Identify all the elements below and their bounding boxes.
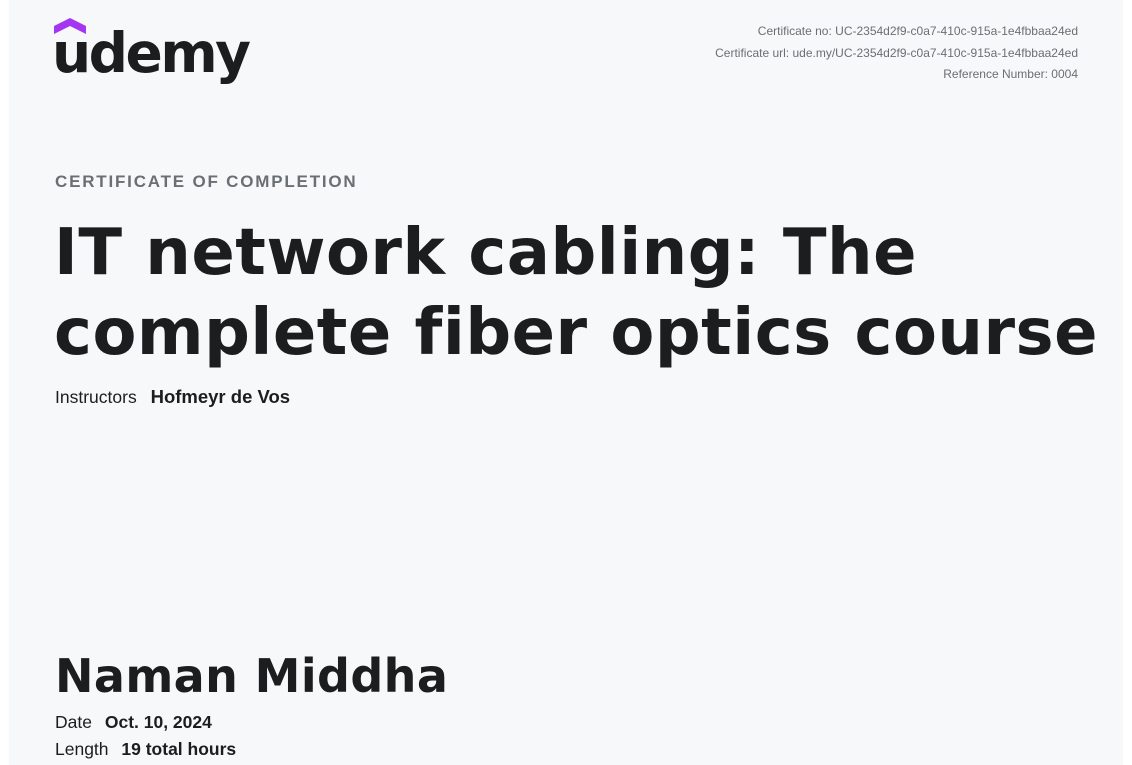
instructors-value: Hofmeyr de Vos (150, 386, 291, 407)
logo-wordmark: udemy (52, 21, 251, 85)
date-value: Oct. 10, 2024 (104, 712, 212, 732)
student-name: Naman Middha (55, 649, 449, 703)
certificate-url: Certificate url: ude.my/UC-2354d2f9-c0a7… (715, 45, 1078, 60)
certificate-meta: Certificate no: UC-2354d2f9-c0a7-410c-91… (715, 23, 1078, 88)
certificate-number: Certificate no: UC-2354d2f9-c0a7-410c-91… (757, 24, 1078, 38)
date-label: Date (55, 712, 92, 732)
course-title: IT network cabling: The complete fiber o… (54, 216, 1099, 370)
length-value: 19 total hours (121, 739, 237, 759)
length-row: Length 19 total hours (55, 739, 236, 760)
length-label: Length (55, 739, 109, 759)
udemy-logo: udemy (52, 18, 251, 94)
instructors-label: Instructors (55, 387, 137, 407)
reference-number: Reference Number: 0004 (943, 67, 1078, 81)
certificate-sheet: udemy Certificate no: UC-2354d2f9-c0a7-4… (9, 0, 1123, 765)
date-row: Date Oct. 10, 2024 (55, 712, 212, 733)
udemy-roof-icon (54, 18, 86, 34)
certificate-heading: CERTIFICATE OF COMPLETION (55, 172, 358, 191)
instructors-row: Instructors Hofmeyr de Vos (55, 386, 290, 408)
